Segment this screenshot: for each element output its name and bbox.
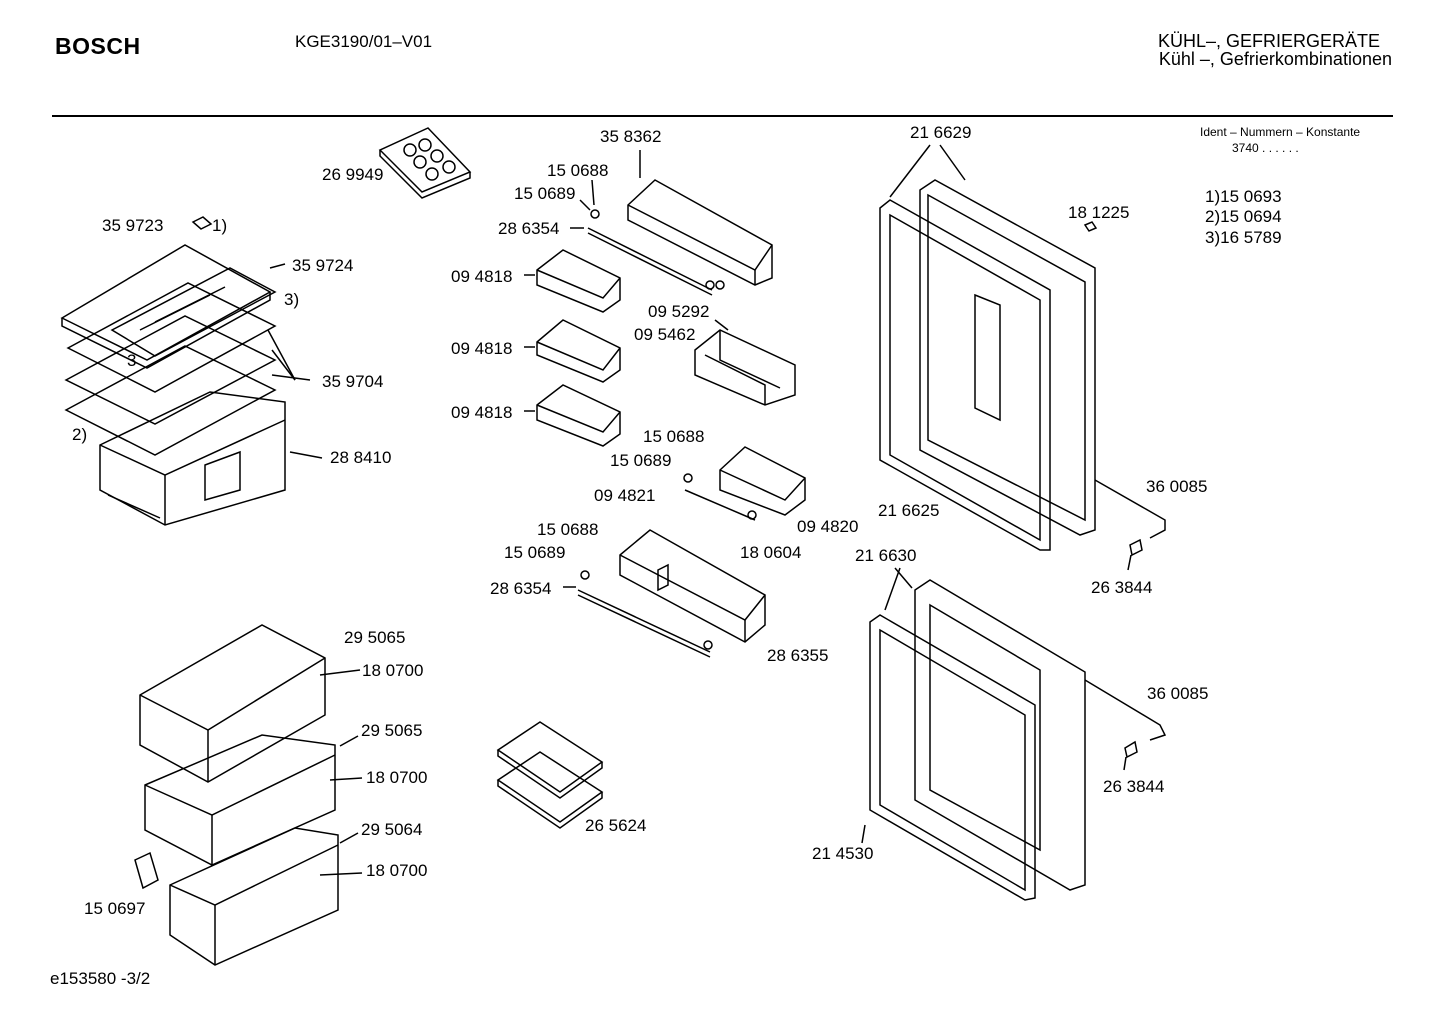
note-3: 3)16 5789: [1205, 228, 1282, 247]
freezer-drawers-drawing: [134, 624, 363, 966]
bottle-holders-drawing: [694, 319, 796, 406]
part-label-pin: 15 0689: [610, 451, 672, 470]
ident-value: 3740 . . . . . .: [1232, 141, 1299, 155]
part-label-pin: 15 0688: [547, 161, 609, 180]
part-label-door-shelf: 35 8362: [600, 127, 662, 146]
part-label-handle: 18 0700: [366, 768, 428, 787]
part-label-shelf-trim: 35 9704: [322, 372, 384, 391]
part-label-drawer: 29 5065: [344, 628, 406, 647]
part-label-door: 21 6629: [910, 123, 972, 142]
part-label-bottle-holder: 09 5462: [634, 325, 696, 344]
part-label-bottle-holder: 09 5292: [648, 302, 710, 321]
part-label-pin: 15 0688: [643, 427, 705, 446]
part-label-crisper: 28 8410: [330, 448, 392, 467]
part-label-handle: 36 0085: [1147, 684, 1209, 703]
part-label-egg-tray: 26 9949: [322, 165, 384, 184]
part-label-seal: 21 4530: [812, 844, 874, 863]
part-label-clip: 35 9723: [102, 216, 164, 235]
door-shelf-top-drawing: [587, 150, 773, 296]
part-label-seal: 21 6625: [878, 501, 940, 520]
part-label-shelf: 35 9724: [292, 256, 354, 275]
note-2: 2)15 0694: [1205, 207, 1282, 226]
part-label-bar: 28 6354: [490, 579, 552, 598]
egg-tray-drawing: [378, 127, 472, 199]
part-label-handle: 18 0700: [366, 861, 428, 880]
glass-shelves-drawing: [60, 244, 277, 456]
part-label-pin: 15 0689: [514, 184, 576, 203]
category-subtitle: Kühl –, Gefrierkombinationen: [1158, 49, 1392, 69]
crisper-drawer-drawing: [99, 391, 323, 526]
model-number: KGE3190/01–V01: [295, 32, 433, 51]
part-label-door-shelf: 28 6355: [767, 646, 829, 665]
part-label-ice-pack: 26 5624: [585, 816, 647, 835]
part-label-pin: 15 0689: [504, 543, 566, 562]
part-label-screw: 26 3844: [1103, 777, 1165, 796]
part-label-drawer: 29 5064: [361, 820, 423, 839]
ice-packs-drawing: [496, 721, 604, 829]
part-label-bin: 09 4818: [451, 403, 513, 422]
part-label-handle: 18 0700: [362, 661, 424, 680]
small-bins-drawing: [536, 249, 621, 447]
part-label-pin: 15 0688: [537, 520, 599, 539]
ident-label: Ident – Nummern – Konstante: [1200, 125, 1361, 139]
note-1: 1)15 0693: [1205, 187, 1282, 206]
door-shelf-middle-drawing: [683, 446, 806, 521]
part-label-screw: 26 3844: [1091, 578, 1153, 597]
part-label-door-shelf: 09 4820: [797, 517, 859, 536]
part-label-door: 21 6630: [855, 546, 917, 565]
part-label-bin: 09 4818: [451, 267, 513, 286]
part-label-bar: 28 6354: [498, 219, 560, 238]
category-title: KÜHL–, GEFRIERGERÄTE: [1157, 31, 1380, 51]
note-marker: 3): [284, 290, 300, 309]
note-marker: 3: [127, 351, 137, 370]
part-label-drawer: 29 5065: [361, 721, 423, 740]
part-label-bin: 09 4818: [451, 339, 513, 358]
part-label-clip: 18 0604: [740, 543, 802, 562]
header-divider: [52, 115, 1393, 117]
note-marker: 1): [212, 216, 228, 235]
brand-logo: BOSCH: [55, 33, 141, 59]
fridge-door-drawing: [879, 144, 1166, 571]
document-code: e153580 -3/2: [50, 969, 151, 988]
leader-lines: [267, 179, 595, 588]
door-shelf-bottom-drawing: [577, 529, 766, 658]
part-label-cap: 18 1225: [1068, 203, 1130, 222]
part-label-label-holder: 15 0697: [84, 899, 146, 918]
part-label-handle: 36 0085: [1146, 477, 1208, 496]
part-label-bar: 09 4821: [594, 486, 656, 505]
clip-drawing: [191, 216, 213, 230]
note-marker: 2): [72, 425, 88, 444]
freezer-door-drawing: [861, 567, 1167, 901]
